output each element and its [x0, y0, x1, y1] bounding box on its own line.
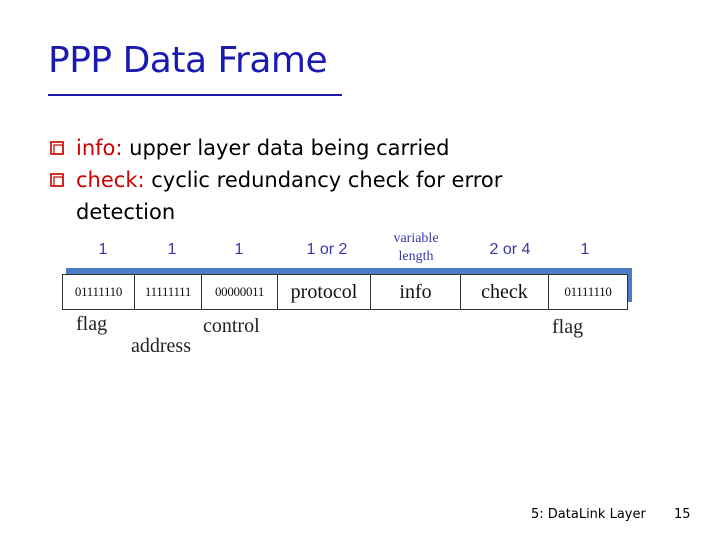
term-check: check: — [76, 168, 145, 192]
bullet-info: info: upper layer data being carried — [50, 132, 610, 164]
field-info: info — [371, 275, 461, 309]
length-flag-start: 1 — [98, 241, 108, 258]
label-flag-start: flag — [76, 313, 108, 335]
length-flag-end: 1 — [580, 241, 590, 258]
field-protocol: protocol — [278, 275, 371, 309]
ppp-frame-diagram: 01111110 11111111 00000011 protocol info… — [62, 274, 628, 310]
length-protocol: 1 or 2 — [306, 241, 348, 258]
label-flag-end: flag — [552, 316, 584, 338]
label-control: control — [203, 315, 260, 337]
length-control: 1 — [234, 241, 244, 258]
length-address: 1 — [167, 241, 177, 258]
title-underline — [48, 94, 342, 96]
bullet-list: info: upper layer data being carried che… — [50, 132, 610, 228]
slide-title: PPP Data Frame — [48, 40, 328, 81]
bullet-check: check: cyclic redundancy check for error — [50, 164, 610, 196]
bullet-info-text: upper layer data being carried — [122, 136, 450, 160]
field-flag-start: 01111110 — [63, 275, 135, 309]
bullet-check-continuation: detection — [76, 200, 176, 224]
checkbox-bullet-icon — [50, 173, 64, 187]
field-check: check — [461, 275, 549, 309]
field-control: 00000011 — [202, 275, 278, 309]
footer-chapter: 5: DataLink Layer — [531, 507, 646, 522]
label-address: address — [131, 335, 191, 357]
length-check: 2 or 4 — [489, 241, 531, 258]
bullet-check-text: cyclic redundancy check for error — [144, 168, 503, 192]
field-flag-end: 01111110 — [564, 284, 612, 299]
field-address: 11111111 — [135, 275, 202, 309]
term-info: info: — [76, 136, 123, 160]
page-number: 15 — [674, 507, 691, 522]
checkbox-bullet-icon — [50, 141, 64, 155]
